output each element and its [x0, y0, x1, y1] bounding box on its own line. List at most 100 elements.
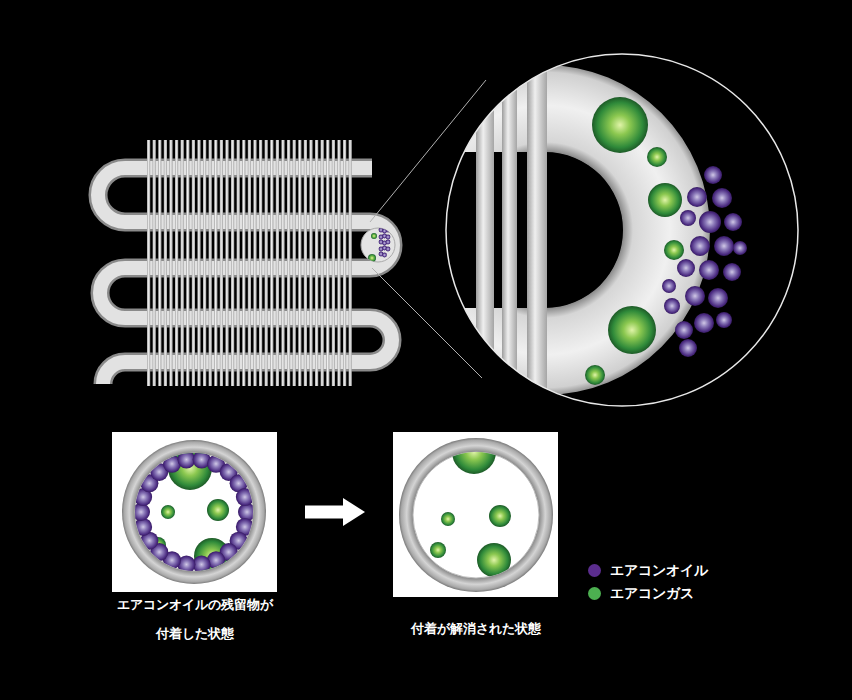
small-bubbles — [364, 213, 390, 268]
oil-bubble — [708, 288, 728, 308]
gas-bubble — [585, 365, 605, 385]
pipe-content — [430, 430, 511, 577]
gas-bubble — [647, 147, 667, 167]
fin — [209, 140, 212, 386]
oil-bubble — [716, 312, 732, 328]
legend: エアコンオイルエアコンガス — [588, 559, 708, 605]
panel-caption: 付着が解消された状態 — [373, 614, 578, 643]
fin — [287, 140, 290, 386]
oil-bubble — [694, 313, 714, 333]
oil-bubble — [699, 211, 721, 233]
fin — [197, 140, 200, 386]
heat-exchanger — [98, 140, 395, 386]
fin — [293, 140, 296, 386]
magnified-view — [420, 40, 810, 420]
gas-bubble — [364, 264, 368, 268]
fin — [276, 140, 279, 386]
fin — [186, 140, 189, 386]
tube-bend — [420, 65, 710, 395]
oil-bubble — [677, 259, 695, 277]
gas-bubble — [452, 430, 496, 474]
gas-bubble — [608, 306, 656, 354]
oil-bubble — [675, 321, 693, 339]
fin — [237, 140, 240, 386]
fin — [231, 140, 234, 386]
fin — [214, 140, 217, 386]
gas-bubble — [161, 505, 175, 519]
oil-bubble — [386, 240, 391, 245]
fin — [248, 140, 251, 386]
oil-bubble — [236, 488, 254, 506]
oil-bubble — [699, 260, 719, 280]
fin — [476, 40, 494, 420]
fin — [153, 140, 156, 386]
flow-arrow — [305, 506, 343, 519]
gas-bubble — [371, 233, 377, 239]
pipe-wall — [122, 440, 266, 584]
fin — [337, 140, 340, 386]
legend-row: エアコンオイル — [588, 559, 708, 582]
oil-bubble — [712, 188, 732, 208]
highlight-spot — [361, 228, 395, 262]
gas-bubble — [592, 97, 648, 153]
fin — [164, 140, 167, 386]
panel-caption: エアコンオイルの残留物が 付着した状態 — [92, 590, 297, 648]
gas-bubble — [441, 512, 455, 526]
fin — [309, 140, 312, 386]
oil-bubble — [664, 298, 680, 314]
fin — [281, 140, 284, 386]
fin — [304, 140, 307, 386]
magnifier-ring — [446, 54, 798, 406]
oil-bubble — [386, 235, 391, 240]
oil-bubble — [733, 241, 747, 255]
fin — [343, 140, 346, 386]
fin — [265, 140, 268, 386]
fin — [242, 140, 245, 386]
legend-swatch — [588, 564, 601, 577]
oil-bubble — [685, 286, 705, 306]
oil-bubble — [386, 247, 391, 252]
fin — [315, 140, 318, 386]
fin — [147, 140, 150, 386]
oil-bubble — [714, 236, 734, 256]
legend-text: エアコンオイル — [610, 562, 708, 580]
fin — [225, 140, 228, 386]
fin — [321, 140, 324, 386]
oil-bubble — [723, 263, 741, 281]
fin — [326, 140, 329, 386]
oil-bubble — [724, 213, 742, 231]
cross-section-panel — [393, 430, 558, 597]
fin — [349, 140, 352, 386]
fin — [270, 140, 273, 386]
fin — [181, 140, 184, 386]
legend-text: エアコンガス — [610, 585, 694, 603]
gas-bubble — [648, 183, 682, 217]
oil-bubble — [382, 253, 387, 258]
fin — [502, 40, 517, 420]
oil-bubble — [679, 339, 697, 357]
oil-bubble — [687, 187, 707, 207]
oil-bubble — [386, 228, 391, 233]
gas-bubble — [664, 240, 684, 260]
oil-bubble — [704, 166, 722, 184]
gas-bubble — [489, 505, 511, 527]
legend-swatch — [588, 587, 601, 600]
fin — [192, 140, 195, 386]
gas-bubble — [477, 543, 511, 577]
gas-bubble — [364, 213, 374, 223]
fin — [203, 140, 206, 386]
oil-bubble — [680, 210, 696, 226]
fin — [332, 140, 335, 386]
oil-bubble — [662, 279, 676, 293]
fin — [298, 140, 301, 386]
pipe-content — [132, 446, 256, 574]
fin — [220, 140, 223, 386]
panel-node: 付着が解消された状態 — [373, 432, 578, 647]
fin — [175, 140, 178, 386]
panel-ground — [112, 432, 277, 592]
legend-row: エアコンガス — [588, 582, 708, 605]
fin — [169, 140, 172, 386]
cross-section-panel — [112, 432, 277, 592]
